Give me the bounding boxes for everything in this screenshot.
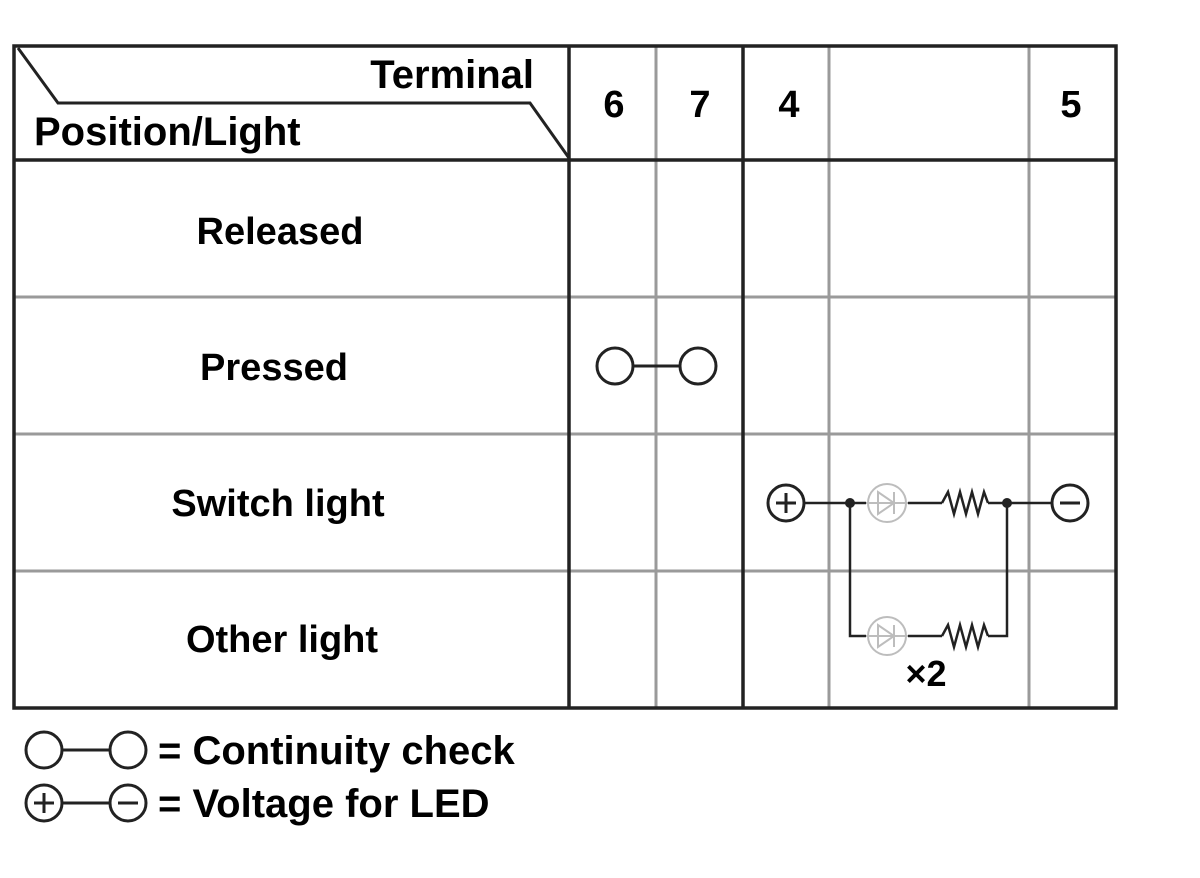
legend-continuity-icon xyxy=(24,730,148,770)
column-header-terminal-7: 7 xyxy=(689,84,710,126)
header-terminal-label: Terminal xyxy=(370,53,534,97)
multiplier-label: ×2 xyxy=(905,653,946,694)
legend-voltage-icon xyxy=(24,783,148,823)
legend-continuity-text: = Continuity check xyxy=(158,729,515,773)
continuity-symbol-6-7 xyxy=(595,346,718,386)
column-header-terminal-5: 5 xyxy=(1060,84,1081,126)
minus-terminal-icon xyxy=(1050,483,1090,523)
led-circuit xyxy=(766,483,1090,656)
row-label-pressed: Pressed xyxy=(200,347,348,389)
legend-voltage-text: = Voltage for LED xyxy=(158,782,490,826)
row-label-released: Released xyxy=(197,211,364,253)
column-header-terminal-6: 6 xyxy=(603,84,624,126)
row-label-switch-light: Switch light xyxy=(171,483,385,525)
header-diagonal-divider xyxy=(16,47,571,159)
led-icon xyxy=(866,616,908,656)
row-label-other-light: Other light xyxy=(186,619,378,661)
plus-terminal-icon xyxy=(766,483,806,523)
led-icon xyxy=(866,483,908,523)
header-position-label: Position/Light xyxy=(34,110,301,154)
inner-grid xyxy=(14,46,1116,708)
column-header-terminal-4: 4 xyxy=(778,84,799,126)
